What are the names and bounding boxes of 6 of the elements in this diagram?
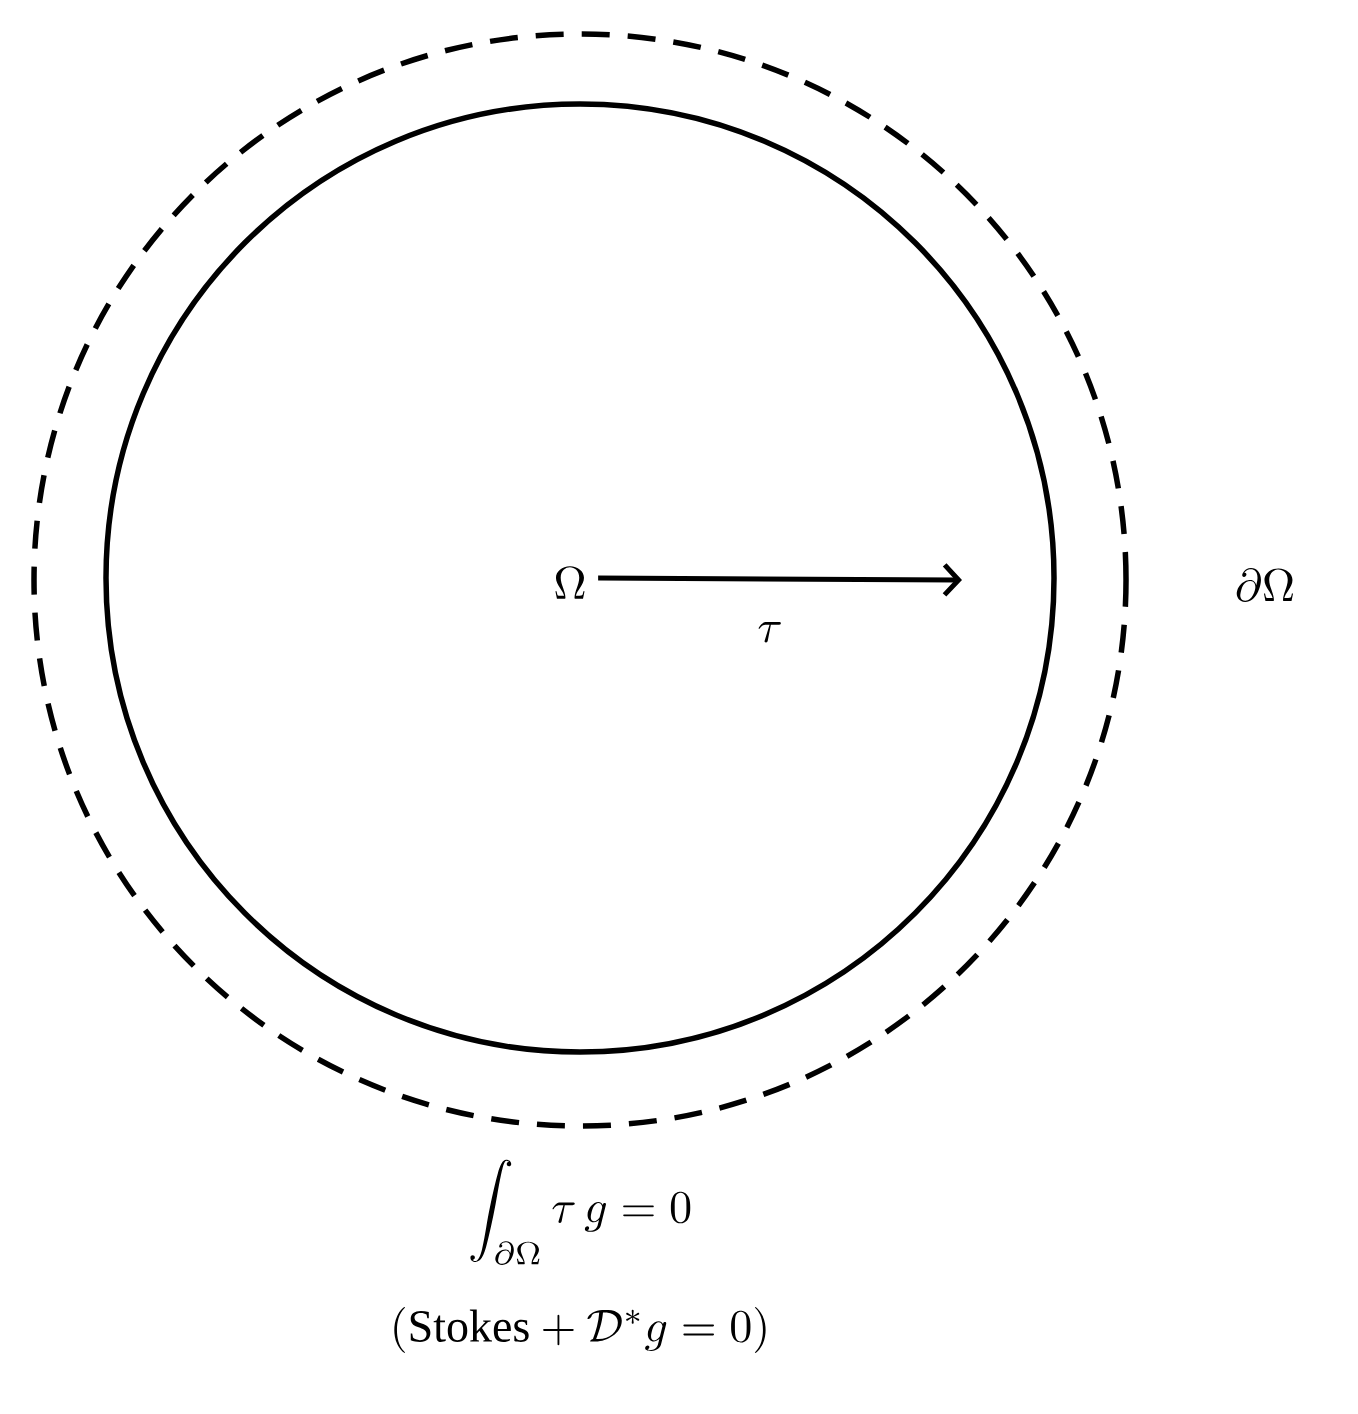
math-label: $\int_{\partial\Omega}\tau\, g = 0$ — [470, 1159, 691, 1265]
math-label: $\tau$ — [758, 622, 781, 643]
math-label: $\partial\Omega$ — [1236, 568, 1294, 602]
math-label: $(\text{Stokes} + \mathcal{D}^{*} g = 0)$ — [394, 1307, 766, 1353]
boundary-circle — [31, 31, 1129, 1129]
math-label: $\Omega$ — [555, 566, 585, 599]
